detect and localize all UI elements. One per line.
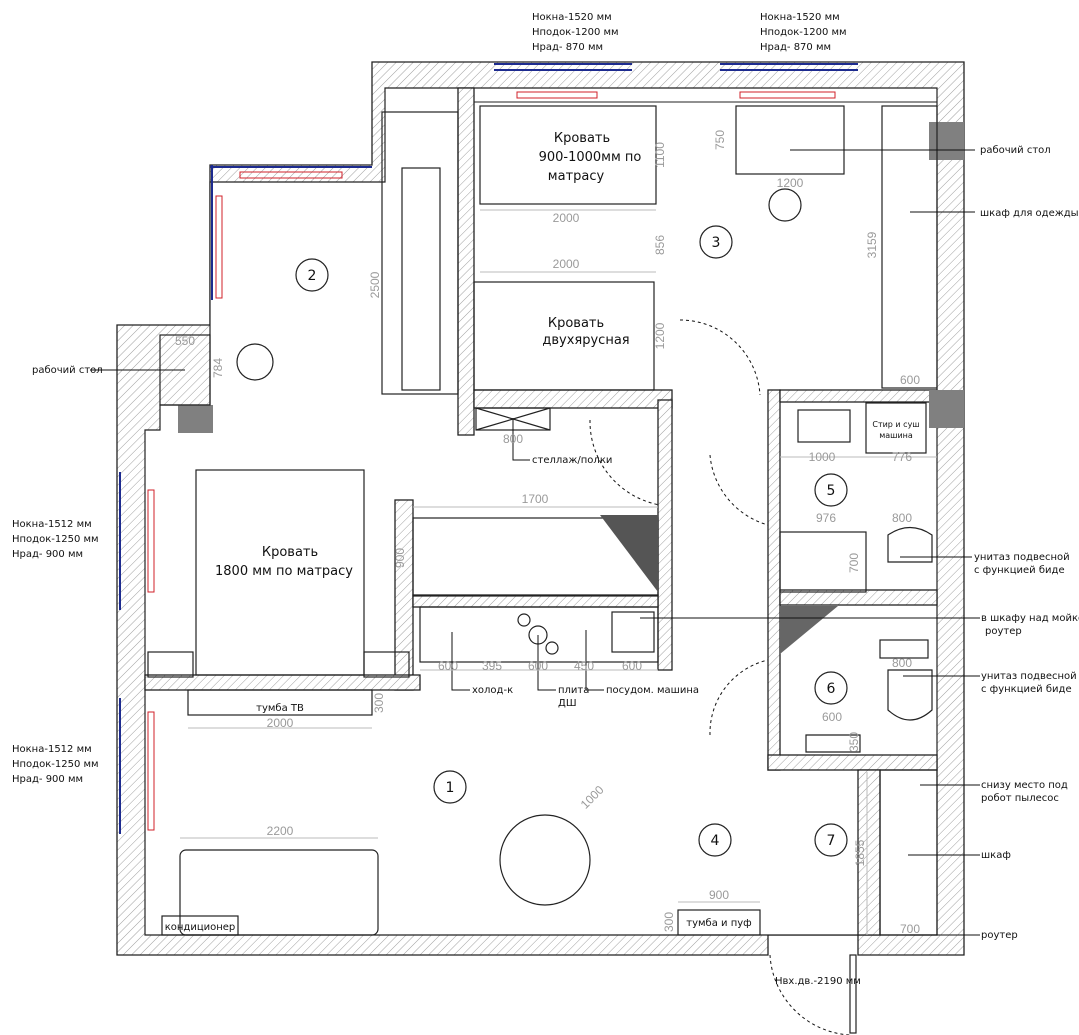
svg-text:стеллаж/полки: стеллаж/полки (532, 455, 612, 466)
svg-text:с функцией биде: с функцией биде (974, 565, 1065, 576)
window-notes: Hокна-1520 мм Hподок-1200 мм Hрад- 870 м… (12, 12, 847, 785)
svg-text:Кровать: Кровать (554, 131, 610, 146)
svg-text:2000: 2000 (267, 716, 294, 730)
svg-text:1000: 1000 (809, 450, 836, 464)
svg-text:унитаз подвесной: унитаз подвесной (981, 671, 1077, 682)
svg-text:Hокна-1512 мм: Hокна-1512 мм (12, 519, 92, 530)
svg-text:рабочий стол: рабочий стол (32, 365, 103, 376)
svg-text:кондиционер: кондиционер (165, 922, 236, 933)
svg-text:1855: 1855 (853, 839, 867, 866)
doors (589, 319, 857, 1035)
interior-floor (144, 87, 938, 936)
svg-text:рабочий стол: рабочий стол (980, 145, 1051, 156)
svg-text:Кровать: Кровать (548, 316, 604, 331)
svg-text:Hрад- 900 мм: Hрад- 900 мм (12, 774, 83, 785)
svg-text:ДШ: ДШ (558, 698, 577, 709)
svg-text:Hподок-1250 мм: Hподок-1250 мм (12, 534, 99, 545)
svg-text:1200: 1200 (777, 176, 804, 190)
svg-text:2500: 2500 (368, 271, 382, 298)
column (178, 405, 213, 433)
svg-text:300: 300 (662, 912, 676, 932)
svg-text:машина: машина (879, 431, 913, 440)
svg-text:2000: 2000 (553, 257, 580, 271)
svg-text:1100: 1100 (653, 142, 667, 168)
svg-text:1700: 1700 (522, 492, 549, 506)
svg-text:2: 2 (308, 268, 317, 284)
svg-text:снизу место под: снизу место под (981, 780, 1068, 791)
windows (119, 63, 938, 834)
annotations: рабочий стол шкаф для одежды рабочий сто… (32, 145, 1079, 987)
svg-text:900-1000мм по: 900-1000мм по (539, 150, 642, 165)
svg-text:600: 600 (438, 659, 458, 673)
svg-text:350: 350 (847, 732, 861, 752)
svg-text:матрасу: матрасу (548, 169, 605, 184)
svg-text:Hподок-1200 мм: Hподок-1200 мм (760, 27, 847, 38)
svg-text:плита: плита (558, 685, 589, 696)
interior-walls (144, 87, 964, 936)
svg-text:Стир и суш: Стир и суш (872, 420, 919, 429)
svg-text:шкаф для одежды: шкаф для одежды (980, 208, 1079, 219)
column (929, 390, 964, 428)
svg-text:двухярусная: двухярусная (542, 333, 629, 348)
svg-text:1800 мм по матрасу: 1800 мм по матрасу (215, 564, 353, 579)
svg-text:900: 900 (393, 548, 407, 568)
svg-text:шкаф: шкаф (981, 850, 1011, 861)
svg-text:Hрад- 900 мм: Hрад- 900 мм (12, 549, 83, 560)
svg-text:Hокна-1520 мм: Hокна-1520 мм (760, 12, 840, 23)
svg-text:600: 600 (622, 659, 642, 673)
svg-text:тумба и пуф: тумба и пуф (686, 918, 751, 929)
svg-text:Hвх.дв.-2190 мм: Hвх.дв.-2190 мм (775, 976, 861, 987)
svg-text:Hрад- 870 мм: Hрад- 870 мм (760, 42, 831, 53)
svg-text:6: 6 (827, 681, 836, 697)
svg-text:2000: 2000 (553, 211, 580, 225)
svg-text:3: 3 (712, 235, 721, 251)
svg-text:Кровать: Кровать (262, 545, 318, 560)
dimensions: 2000 1100 856 2000 1200 750 1200 3159 60… (175, 130, 937, 936)
svg-text:800: 800 (503, 432, 523, 446)
svg-text:1: 1 (446, 780, 455, 796)
svg-text:Hокна-1520 мм: Hокна-1520 мм (532, 12, 612, 23)
svg-text:Hподок-1250 мм: Hподок-1250 мм (12, 759, 99, 770)
column (929, 122, 964, 160)
svg-text:7: 7 (827, 833, 836, 849)
svg-text:450: 450 (574, 659, 594, 673)
svg-text:холод-к: холод-к (472, 685, 513, 696)
svg-text:робот пылесос: робот пылесос (981, 793, 1059, 804)
svg-text:3159: 3159 (865, 231, 879, 258)
svg-text:600: 600 (528, 659, 548, 673)
svg-text:300: 300 (372, 693, 386, 713)
svg-text:800: 800 (892, 511, 912, 525)
svg-text:784: 784 (211, 358, 225, 378)
svg-text:с функцией биде: с функцией биде (981, 684, 1072, 695)
svg-text:5: 5 (827, 483, 836, 499)
svg-text:600: 600 (900, 373, 920, 387)
svg-text:Hрад- 870 мм: Hрад- 870 мм (532, 42, 603, 53)
svg-text:700: 700 (847, 553, 861, 573)
svg-text:976: 976 (816, 511, 836, 525)
svg-text:600: 600 (822, 710, 842, 724)
svg-text:роутер: роутер (981, 930, 1018, 941)
svg-text:700: 700 (900, 922, 920, 936)
svg-text:395: 395 (482, 659, 502, 673)
svg-text:750: 750 (713, 130, 727, 150)
svg-text:550: 550 (175, 334, 195, 348)
svg-text:в шкафу над мойкой: в шкафу над мойкой (981, 613, 1079, 624)
svg-text:4: 4 (711, 833, 720, 849)
svg-text:роутер: роутер (985, 626, 1022, 637)
svg-text:900: 900 (709, 888, 729, 902)
svg-text:1200: 1200 (653, 322, 667, 349)
room-labels: 2 3 1 4 5 6 7 (295, 225, 848, 857)
svg-text:800: 800 (892, 656, 912, 670)
svg-text:776: 776 (892, 450, 912, 464)
svg-text:856: 856 (653, 235, 667, 255)
furniture-labels: Кровать 900-1000мм по матрасу Кровать дв… (165, 131, 920, 933)
svg-text:Hподок-1200 мм: Hподок-1200 мм (532, 27, 619, 38)
svg-text:посудом. машина: посудом. машина (606, 685, 699, 696)
svg-text:унитаз подвесной: унитаз подвесной (974, 552, 1070, 563)
svg-text:2200: 2200 (267, 824, 294, 838)
svg-text:тумба ТВ: тумба ТВ (256, 703, 304, 714)
svg-text:Hокна-1512 мм: Hокна-1512 мм (12, 744, 92, 755)
